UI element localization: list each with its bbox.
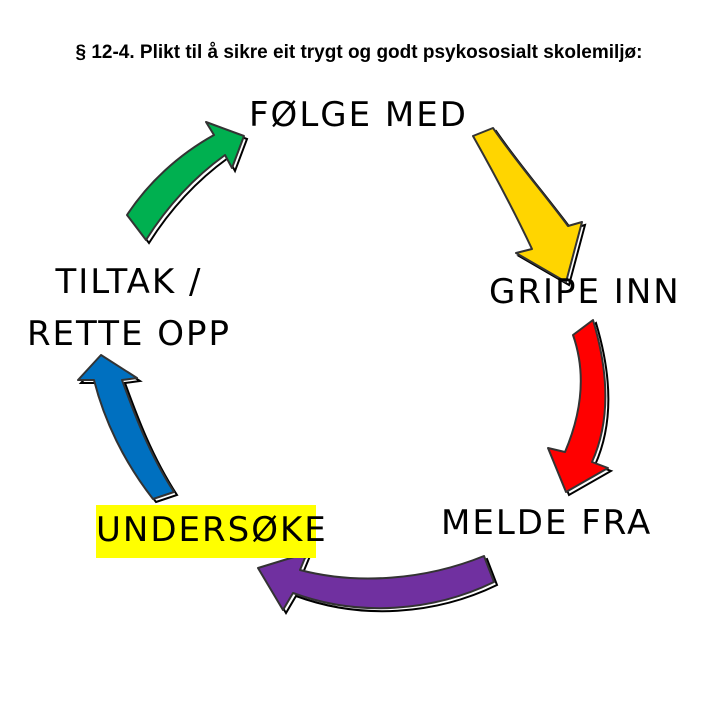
arrow-tiltak-to-folge [126,121,245,241]
step-folge-med: FØLGE MED [249,95,468,135]
arrow-folge-to-gripe [472,127,583,283]
step-gripe-inn: GRIPE INN [489,272,681,312]
step-tiltak-line2: RETTE OPP [26,314,232,354]
step-undersoke: UNDERSØKE [96,510,328,550]
step-tiltak-line1: TILTAK / [55,262,203,302]
arrow-undersoke-to-tiltak [77,354,175,500]
undersoke-highlight [96,505,316,558]
step-melde-fra: MELDE FRA [441,503,653,543]
page-title: § 12-4. Plikt til å sikre eit trygt og g… [75,42,643,63]
arrow-melde-to-undersoke [257,552,495,611]
step-tiltak-rette-opp: TILTAK / RETTE OPP [24,256,234,360]
arrow-gripe-to-melde [547,319,609,493]
